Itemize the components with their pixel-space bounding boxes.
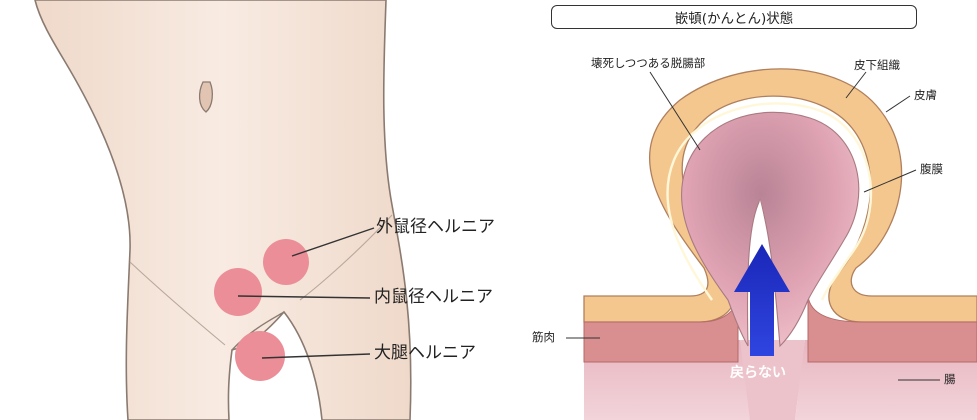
label-external-inguinal: 外鼠径ヘルニア xyxy=(376,219,495,236)
label-subcutaneous: 皮下組織 xyxy=(854,60,900,72)
femoral-circle xyxy=(235,331,285,381)
arrow-label: 戻らない xyxy=(730,362,786,382)
label-muscle: 筋肉 xyxy=(532,332,555,344)
label-intestine: 腸 xyxy=(944,374,956,386)
label-femoral: 大腿ヘルニア xyxy=(374,345,476,362)
label-skin: 皮膚 xyxy=(914,90,937,102)
label-internal-inguinal: 内鼠径ヘルニア xyxy=(374,289,493,306)
label-necrotic-intestine: 壊死しつつある脱腸部 xyxy=(591,58,705,70)
body-figure xyxy=(35,0,411,420)
external-inguinal-circle xyxy=(263,239,309,285)
diagram-title: 嵌頓(かんとん)状態 xyxy=(551,5,917,29)
torso-outline xyxy=(35,0,411,420)
internal-inguinal-circle xyxy=(214,268,262,316)
label-peritoneum: 腹膜 xyxy=(920,164,943,176)
